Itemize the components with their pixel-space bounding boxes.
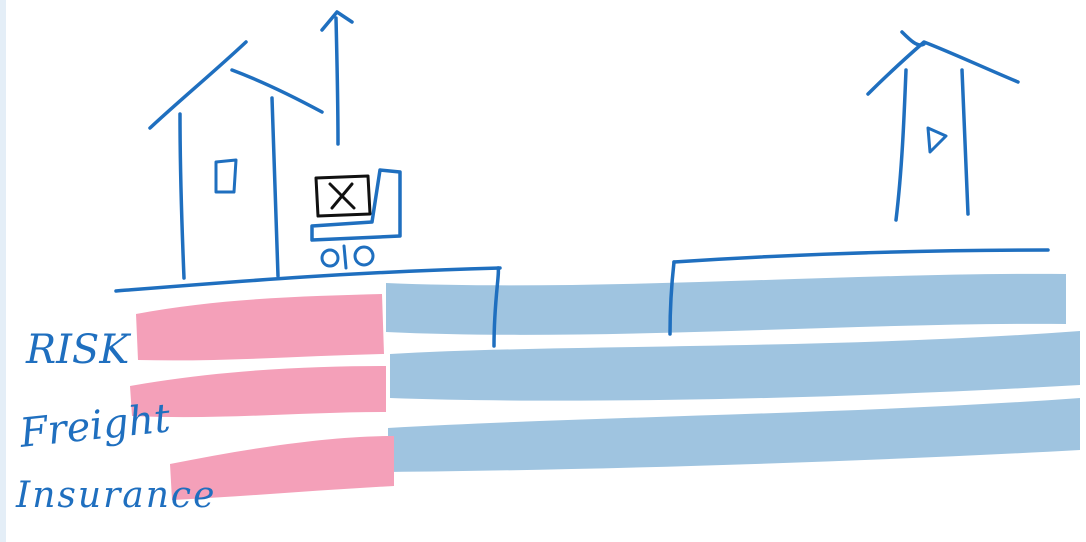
export-arrow-icon (320, 10, 354, 146)
crate-icon (314, 174, 372, 218)
destination-post (668, 260, 676, 336)
dock-post (492, 266, 501, 348)
buyer-window-icon (926, 126, 948, 154)
ground-line (114, 266, 502, 293)
pink-band-insurance (170, 436, 394, 500)
blue-band-risk (386, 273, 1066, 335)
seller-house (148, 40, 324, 280)
pink-band-freight (130, 366, 386, 418)
destination-ground-line (672, 248, 1050, 264)
label-risk: RISK (26, 327, 130, 373)
pink-band-risk (136, 294, 384, 361)
label-insurance: Insurance (16, 475, 217, 516)
blue-band-freight (390, 331, 1080, 401)
buyer-house (866, 30, 1020, 222)
window-icon (214, 158, 238, 194)
forklift-icon (310, 168, 402, 270)
window-edge (0, 0, 6, 542)
blue-band-insurance (388, 398, 1080, 472)
